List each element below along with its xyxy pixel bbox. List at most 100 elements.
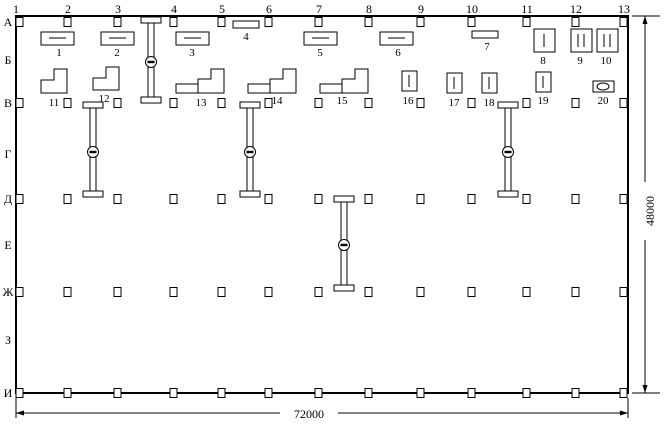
structural-column (364, 17, 373, 27)
row-axis-label: А (4, 15, 13, 29)
svg-text:2: 2 (114, 47, 120, 59)
structural-column (264, 287, 273, 297)
svg-text:4: 4 (243, 31, 249, 43)
structural-column (619, 287, 628, 297)
structural-column (467, 388, 476, 398)
svg-text:17: 17 (449, 97, 461, 109)
structural-column (467, 194, 476, 204)
jib-cranes (82, 16, 519, 292)
equipment-row-ab: 1 2 3 4 5 6 7 8 (40, 20, 619, 67)
equipment-20: 20 (592, 80, 615, 107)
column-axis-label: 6 (266, 2, 272, 16)
svg-text:6: 6 (395, 47, 401, 59)
svg-text:13: 13 (196, 97, 208, 109)
svg-text:5: 5 (317, 47, 323, 59)
row-axis-label: Б (5, 53, 12, 67)
structural-column (63, 17, 72, 27)
equipment-3: 3 (175, 31, 210, 59)
structural-column (571, 388, 580, 398)
column-axis-label: 8 (366, 2, 372, 16)
svg-text:11: 11 (49, 97, 60, 109)
row-axis-label: В (4, 96, 12, 110)
width-dimension (15, 398, 629, 418)
structural-column (264, 17, 273, 27)
equipment-8: 8 (533, 28, 556, 67)
equipment-18: 18 (481, 72, 498, 109)
structural-column (264, 98, 273, 108)
structural-column (15, 17, 24, 27)
structural-column (314, 98, 323, 108)
equipment-10: 10 (596, 28, 619, 67)
structural-column (522, 194, 531, 204)
structural-column (264, 388, 273, 398)
svg-text:20: 20 (598, 95, 610, 107)
structural-column (169, 98, 178, 108)
structural-column (467, 287, 476, 297)
structural-column (314, 17, 323, 27)
svg-text:8: 8 (540, 55, 546, 67)
structural-column (15, 388, 24, 398)
equipment-17: 17 (446, 72, 463, 109)
structural-column (15, 98, 24, 108)
structural-column (63, 287, 72, 297)
structural-column (15, 287, 24, 297)
structural-column (314, 388, 323, 398)
equipment-1: 1 (40, 31, 75, 59)
structural-column (522, 388, 531, 398)
row-axis-label: Е (4, 238, 11, 252)
svg-text:18: 18 (484, 97, 496, 109)
structural-column (364, 388, 373, 398)
jib-crane (497, 101, 519, 198)
structural-column (113, 388, 122, 398)
equipment-6: 6 (379, 31, 414, 59)
svg-text:15: 15 (337, 95, 349, 107)
height-dimension-label: 48000 (643, 196, 657, 226)
equipment-14: 14 (247, 68, 297, 107)
structural-column (63, 194, 72, 204)
column-axis-label: 13 (618, 2, 630, 16)
svg-text:10: 10 (601, 55, 613, 67)
structural-columns (15, 17, 628, 398)
structural-column (314, 194, 323, 204)
structural-column (314, 287, 323, 297)
column-axis-label: 5 (219, 2, 225, 16)
height-dimension (632, 15, 660, 394)
structural-column (364, 287, 373, 297)
structural-column (63, 388, 72, 398)
equipment-2: 2 (100, 31, 135, 59)
svg-text:19: 19 (538, 95, 550, 107)
equipment-4: 4 (232, 20, 260, 43)
structural-column (571, 17, 580, 27)
column-axis-label: 2 (65, 2, 71, 16)
structural-column (364, 194, 373, 204)
structural-column (571, 287, 580, 297)
column-axis-labels: 1 2 3 4 5 6 7 8 9 10 11 12 13 (13, 2, 630, 16)
svg-text:14: 14 (272, 95, 284, 107)
equipment-15: 15 (319, 68, 369, 107)
structural-column (15, 194, 24, 204)
equipment-5: 5 (303, 31, 338, 59)
structural-column (522, 287, 531, 297)
equipment-9: 9 (570, 28, 593, 67)
column-axis-label: 4 (171, 2, 177, 16)
svg-text:12: 12 (99, 93, 110, 105)
structural-column (416, 194, 425, 204)
row-axis-labels: А Б В Г Д Е Ж З И (3, 15, 14, 400)
structural-column (169, 287, 178, 297)
column-axis-label: 12 (570, 2, 582, 16)
width-dimension-label: 72000 (294, 407, 324, 421)
structural-column (113, 98, 122, 108)
structural-column (522, 17, 531, 27)
row-axis-label: И (4, 386, 13, 400)
structural-column (619, 17, 628, 27)
structural-column (571, 194, 580, 204)
equipment-7: 7 (471, 30, 499, 53)
structural-column (113, 287, 122, 297)
row-axis-label: З (5, 333, 11, 347)
structural-column (217, 287, 226, 297)
structural-column (264, 194, 273, 204)
jib-crane (239, 101, 261, 198)
structural-column (113, 17, 122, 27)
structural-column (217, 194, 226, 204)
